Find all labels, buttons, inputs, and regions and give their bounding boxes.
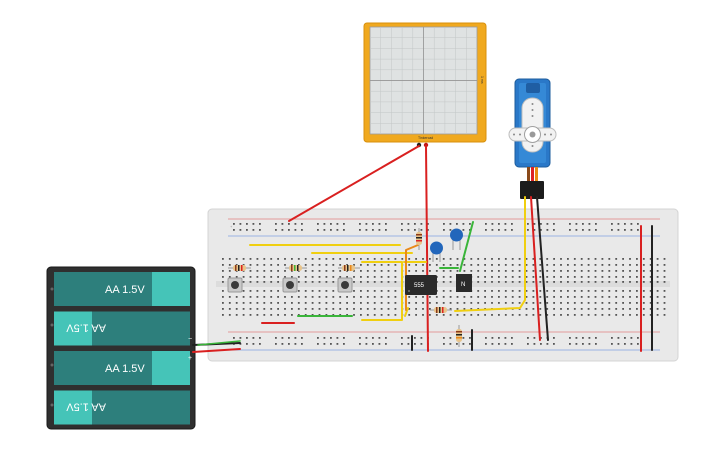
scope-probe-wire-2[interactable] bbox=[425, 145, 429, 352]
battery-cell-3[interactable]: AA 1.5V bbox=[54, 351, 190, 385]
timer-chip-label: 555 bbox=[414, 283, 425, 289]
resistor-3[interactable] bbox=[338, 265, 360, 271]
transistor-label: N bbox=[461, 282, 465, 288]
green-wire-diagonal[interactable] bbox=[459, 221, 474, 272]
battery-negative-terminal: − bbox=[188, 336, 192, 343]
servo-motor[interactable] bbox=[508, 78, 557, 199]
resistor-2[interactable] bbox=[285, 265, 307, 271]
push-button-1[interactable] bbox=[227, 277, 243, 293]
servo-ground-wire[interactable] bbox=[536, 196, 549, 341]
capacitors[interactable] bbox=[430, 228, 463, 263]
push-buttons[interactable] bbox=[227, 277, 353, 293]
servo-connector[interactable] bbox=[520, 181, 544, 199]
capacitor-2[interactable] bbox=[450, 228, 463, 251]
servo-horn[interactable] bbox=[508, 97, 557, 153]
push-button-2[interactable] bbox=[282, 277, 298, 293]
battery-label: AA 1.5V bbox=[105, 284, 145, 296]
svg-text:+: + bbox=[230, 224, 233, 229]
battery-cell-4[interactable]: AA 1.5V bbox=[54, 390, 190, 425]
battery-cell-2[interactable]: AA 1.5V bbox=[54, 311, 190, 346]
oscilloscope-side-label: 1 ms bbox=[480, 76, 484, 84]
resistors[interactable] bbox=[228, 228, 462, 347]
battery-label: AA 1.5V bbox=[66, 322, 106, 334]
resistor-6[interactable] bbox=[456, 325, 462, 347]
capacitor-1[interactable] bbox=[430, 241, 443, 263]
resistor-5[interactable] bbox=[430, 307, 452, 313]
breadboard[interactable]: + bbox=[207, 208, 679, 362]
battery-label: AA 1.5V bbox=[105, 363, 145, 375]
resistor-4[interactable] bbox=[416, 228, 422, 250]
wires[interactable] bbox=[192, 145, 653, 353]
battery-pack[interactable]: AA 1.5V AA 1.5V AA 1.5V AA 1.5V − + bbox=[46, 266, 196, 430]
scope-probe-wire-1[interactable] bbox=[288, 145, 420, 222]
oscilloscope-brand: Tinkercad bbox=[418, 136, 433, 140]
battery-positive-wire[interactable] bbox=[192, 348, 241, 353]
breadboard-holes[interactable] bbox=[222, 223, 666, 345]
push-button-3[interactable] bbox=[337, 277, 353, 293]
battery-positive-terminal: + bbox=[188, 355, 192, 362]
yellow-wire-loop[interactable] bbox=[361, 261, 403, 321]
battery-green-wire[interactable] bbox=[197, 340, 241, 346]
servo-signal-wire[interactable] bbox=[454, 196, 526, 312]
battery-label: AA 1.5V bbox=[66, 401, 106, 413]
timer-555-chip[interactable]: 555 bbox=[405, 275, 437, 295]
resistor-1[interactable] bbox=[228, 265, 251, 271]
transistor[interactable]: N bbox=[456, 274, 472, 292]
servo-power-wire[interactable] bbox=[530, 196, 541, 341]
oscilloscope[interactable]: 1 ms Tinkercad bbox=[363, 22, 487, 148]
battery-cell-1[interactable]: AA 1.5V bbox=[54, 272, 190, 306]
